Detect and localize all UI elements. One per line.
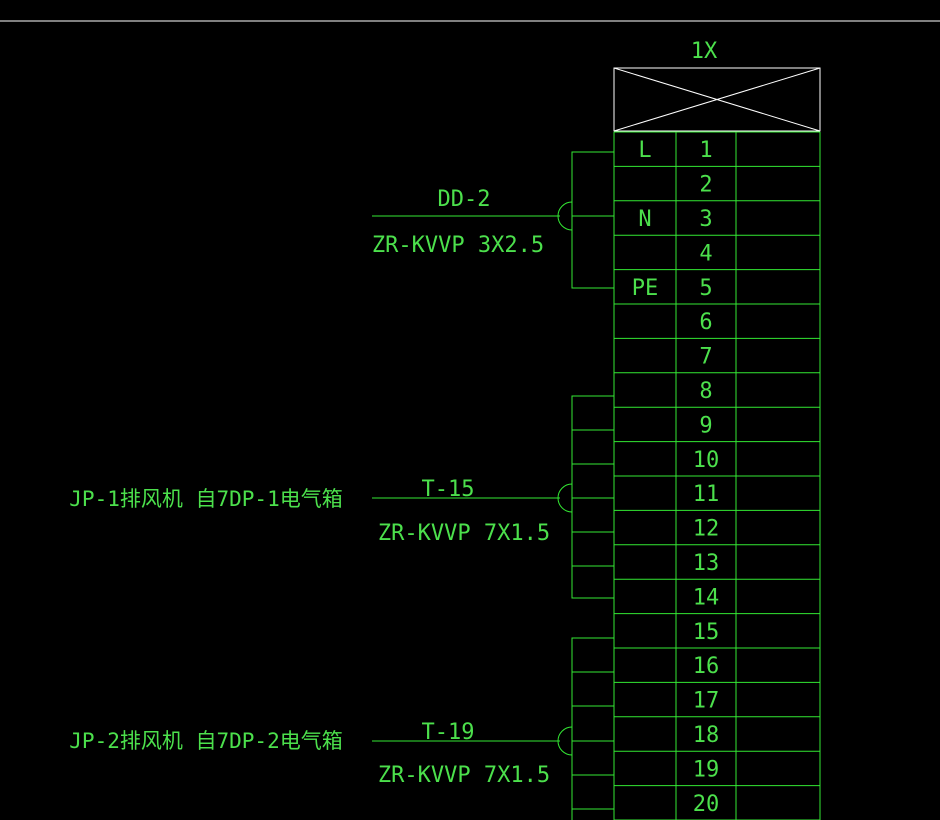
cable-id: T-19 xyxy=(422,720,475,745)
terminal-row: 9 xyxy=(699,413,712,438)
title-box-cross-2 xyxy=(613,67,821,132)
cable-spec: ZR-KVVP 7X1.5 xyxy=(378,521,550,546)
cable-destination: JP-2排风机 自7DP-2电气箱 xyxy=(69,729,342,753)
terminal-row: 20 xyxy=(693,792,720,817)
terminal-block-title: 1X xyxy=(691,39,718,64)
terminal-row: 8 xyxy=(699,379,712,404)
terminal-row: 17 xyxy=(693,689,720,714)
terminal-number: 17 xyxy=(693,689,720,714)
cable-bracket xyxy=(571,151,614,289)
terminal-label: N xyxy=(638,207,651,232)
terminal-number: 8 xyxy=(699,379,712,404)
cable-id: DD-2 xyxy=(438,187,491,212)
terminal-row: 19 xyxy=(693,757,720,782)
terminal-row: 4 xyxy=(699,241,712,266)
terminal-number: 12 xyxy=(693,517,720,542)
terminal-row: 2 xyxy=(699,173,712,198)
cable-t-15: JP-1排风机 自7DP-1电气箱 T-15 ZR-KVVP 7X1.5 xyxy=(69,395,614,599)
cable-connector-arc xyxy=(557,201,573,231)
terminal-label: L xyxy=(638,138,651,163)
terminal-number: 15 xyxy=(693,620,720,645)
terminal-row: 16 xyxy=(693,654,720,679)
terminal-number: 9 xyxy=(699,413,712,438)
terminal-row: 18 xyxy=(693,723,720,748)
terminal-number: 1 xyxy=(699,138,712,163)
terminal-row: 10 xyxy=(693,448,720,473)
cable-dd-2: DD-2 ZR-KVVP 3X2.5 xyxy=(372,151,614,289)
terminal-block-header: 1X xyxy=(613,39,821,132)
terminal-block-title-box xyxy=(613,67,821,132)
terminal-number: 14 xyxy=(693,585,720,610)
terminal-number: 11 xyxy=(693,482,720,507)
terminal-row: 7 xyxy=(699,345,712,370)
terminal-row: 12 xyxy=(693,517,720,542)
terminal-row: PE 5 xyxy=(632,276,713,301)
cable-t-19: JP-2排风机 自7DP-2电气箱 T-19 ZR-KVVP 7X1.5 xyxy=(69,637,614,820)
terminal-row: 15 xyxy=(693,620,720,645)
cable-connector-arc xyxy=(557,726,573,756)
terminal-number: 6 xyxy=(699,310,712,335)
terminal-row: 11 xyxy=(693,482,720,507)
cable-spec: ZR-KVVP 7X1.5 xyxy=(378,763,550,788)
terminal-label: PE xyxy=(632,276,659,301)
terminal-number: 18 xyxy=(693,723,720,748)
cable-spec: ZR-KVVP 3X2.5 xyxy=(372,233,544,258)
terminal-number: 5 xyxy=(699,276,712,301)
terminal-number: 3 xyxy=(699,207,712,232)
terminal-number: 2 xyxy=(699,173,712,198)
cable-destination: JP-1排风机 自7DP-1电气箱 xyxy=(69,487,342,511)
terminal-number: 4 xyxy=(699,241,712,266)
terminal-number: 19 xyxy=(693,757,720,782)
terminal-number: 7 xyxy=(699,345,712,370)
terminal-row: 13 xyxy=(693,551,720,576)
terminal-number: 20 xyxy=(693,792,720,817)
cable-connector-arc xyxy=(557,483,573,513)
terminal-number: 13 xyxy=(693,551,720,576)
cable-bracket xyxy=(571,395,614,599)
terminal-number: 16 xyxy=(693,654,720,679)
terminal-row: 14 xyxy=(693,585,720,610)
terminal-row: 6 xyxy=(699,310,712,335)
cable-bracket xyxy=(571,637,614,820)
terminal-number: 10 xyxy=(693,448,720,473)
cable-id: T-15 xyxy=(422,477,475,502)
